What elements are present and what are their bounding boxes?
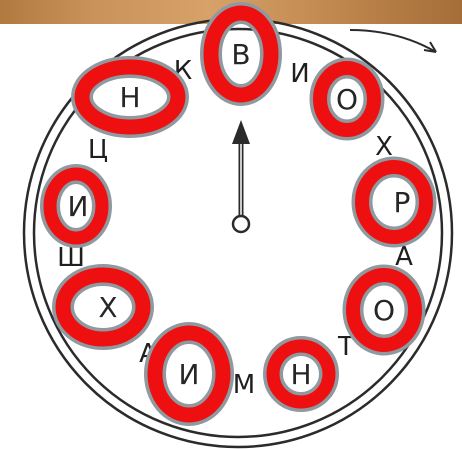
circled-letter-kh-left: Х bbox=[98, 291, 117, 324]
clock-hand-arrow-icon bbox=[232, 120, 250, 232]
highlight-ring-i-left: И bbox=[50, 174, 102, 238]
highlight-ring-n-top-left: Н bbox=[82, 67, 178, 127]
highlight-ring-v: В bbox=[211, 13, 271, 95]
circled-letter-n-top-left: Н bbox=[119, 81, 140, 114]
circled-letter-v: В bbox=[231, 38, 250, 71]
highlight-ring-kh-left: Х bbox=[63, 275, 143, 339]
highlight-ring-o-bottom-right: О bbox=[353, 275, 415, 345]
circled-letter-i-bottom: И bbox=[179, 358, 200, 391]
circled-letter-i-left: И bbox=[68, 190, 89, 223]
circled-letter-n-bottom: Н bbox=[290, 358, 311, 391]
letter-ts-left: Ц bbox=[88, 135, 108, 165]
highlight-ring-n-bottom: Н bbox=[273, 346, 329, 402]
highlight-ring-r: Р bbox=[362, 167, 426, 237]
curved-arrow-clockwise-icon bbox=[350, 30, 436, 52]
highlight-ring-i-bottom: И bbox=[155, 333, 223, 415]
letter-m-bottom: М bbox=[233, 370, 255, 400]
circled-letter-o-bottom-right: О bbox=[373, 294, 395, 327]
letter-i-top: И bbox=[290, 59, 309, 89]
highlight-ring-o-top-right: О bbox=[320, 68, 374, 130]
circled-letter-r: Р bbox=[394, 186, 411, 219]
circled-letter-o-top-right: О bbox=[336, 83, 358, 116]
